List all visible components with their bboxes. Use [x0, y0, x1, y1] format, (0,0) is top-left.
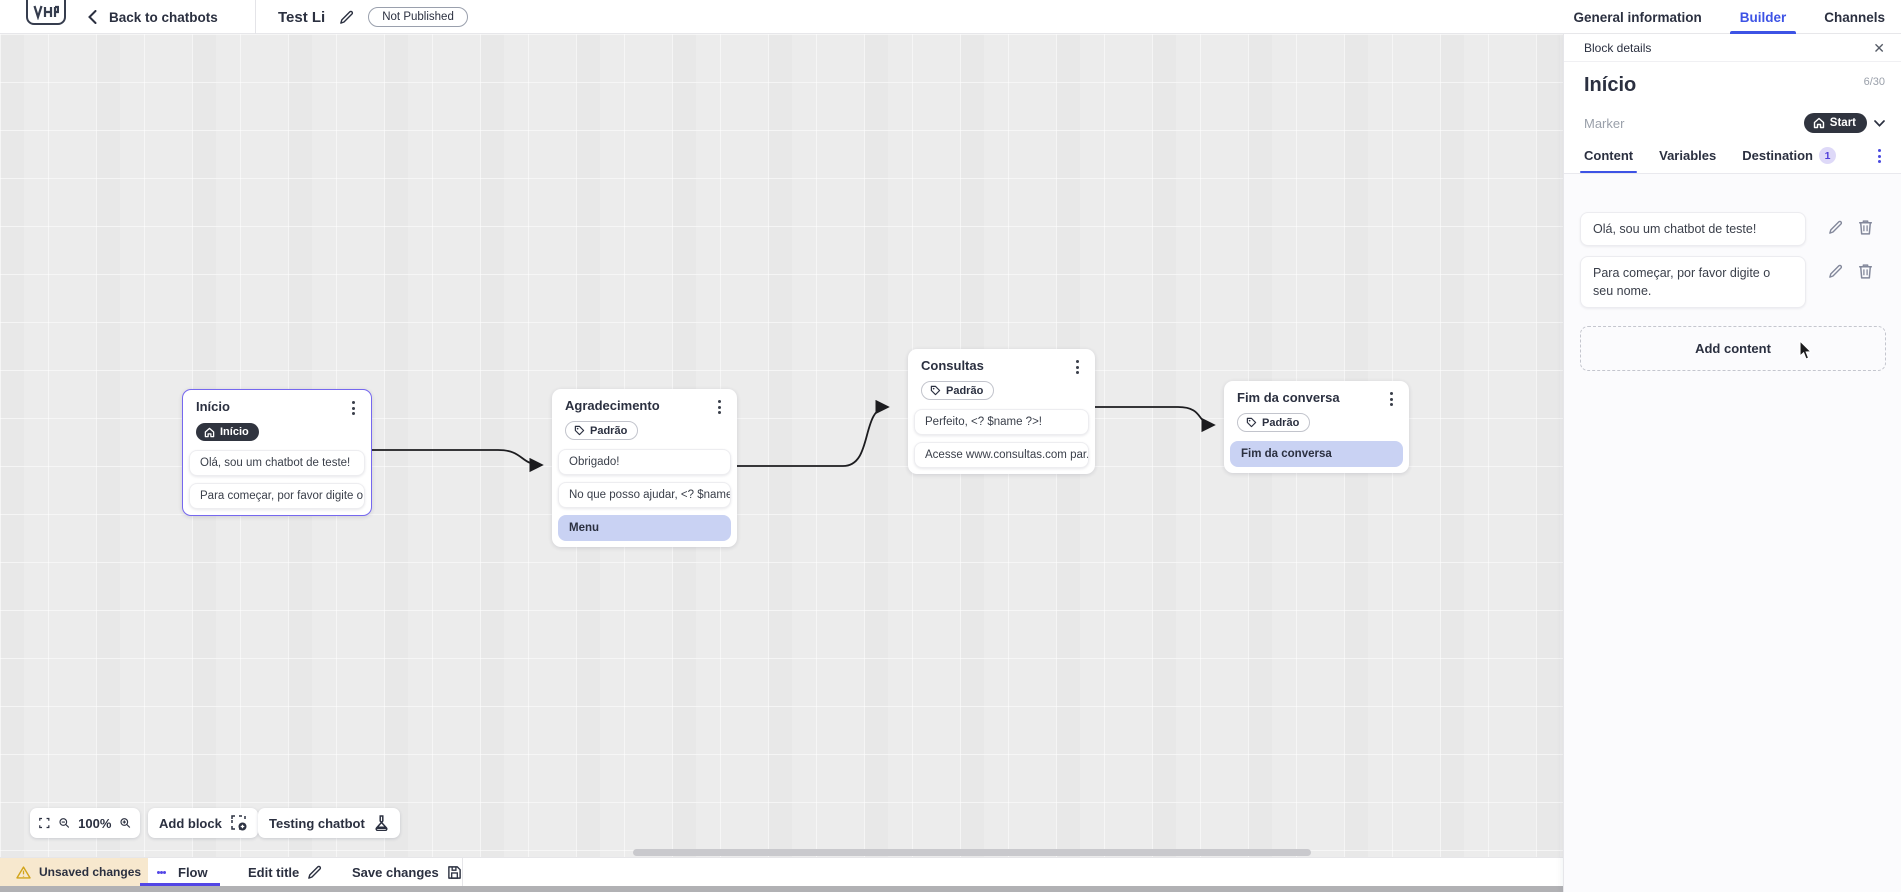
window-bottom-strip	[0, 886, 1901, 892]
edit-title-button[interactable]: Edit title	[248, 858, 322, 886]
add-block-button[interactable]: Add block	[148, 808, 258, 838]
tab-builder[interactable]: Builder	[1729, 0, 1796, 34]
message-row: Para começar, por favor digite o seu nom…	[1580, 256, 1885, 309]
back-to-chatbots-button[interactable]: Back to chatbots	[88, 0, 218, 34]
node-menu-kebab-icon[interactable]	[1386, 390, 1397, 408]
node-message-card[interactable]: No que posso ajudar, <? $name ...	[558, 482, 731, 508]
flow-node-agradecimento[interactable]: Agradecimento Padrão Obrigado! No que po…	[552, 389, 737, 547]
panel-tabs-kebab-icon[interactable]	[1874, 147, 1885, 165]
tab-content[interactable]: Content	[1579, 148, 1638, 173]
padrao-tag-badge: Padrão	[1237, 413, 1311, 432]
node-title: Fim da conversa	[1237, 390, 1340, 405]
tag-icon	[1246, 417, 1257, 428]
add-block-icon	[231, 815, 247, 831]
node-menu-kebab-icon[interactable]	[1072, 358, 1083, 376]
trash-icon	[1858, 264, 1872, 279]
add-content-button[interactable]: Add content	[1580, 326, 1886, 372]
message-text-field[interactable]: Olá, sou um chatbot de teste!	[1580, 212, 1806, 247]
header-tabs: General information Builder Channels	[1573, 0, 1885, 34]
flow-tab-underline	[140, 882, 220, 886]
char-counter: 6/30	[1863, 76, 1885, 88]
node-message-card[interactable]: Acesse www.consultas.com par...	[914, 442, 1089, 468]
delete-message-button[interactable]	[1850, 256, 1880, 286]
edit-title-pencil-icon[interactable]	[339, 10, 354, 25]
flow-node-inicio[interactable]: Início Início Olá, sou um chatbot de tes…	[182, 389, 372, 516]
marker-label: Marker	[1584, 115, 1625, 131]
padrao-tag-badge: Padrão	[921, 381, 995, 400]
node-message-card[interactable]: Olá, sou um chatbot de teste!	[189, 450, 365, 476]
flask-icon	[375, 815, 388, 831]
warning-icon	[16, 865, 31, 879]
edit-title-label: Edit title	[248, 864, 300, 880]
save-changes-button[interactable]: Save changes	[352, 858, 462, 886]
start-marker-badge: Início	[196, 423, 259, 441]
flow-options-kebab-icon[interactable]	[148, 858, 174, 886]
node-message-card[interactable]: Obrigado!	[558, 449, 731, 475]
zoom-in-icon[interactable]	[120, 816, 131, 830]
unsaved-changes-label: Unsaved changes	[39, 865, 142, 879]
node-end-card[interactable]: Fim da conversa	[1230, 441, 1403, 467]
horizontal-scrollbar[interactable]	[633, 849, 1311, 856]
tab-flow[interactable]: Flow	[178, 864, 208, 880]
node-menu-kebab-icon[interactable]	[714, 398, 725, 416]
pencil-icon	[1828, 264, 1842, 278]
node-title: Agradecimento	[565, 398, 660, 413]
bottom-bar: Unsaved changes Flow Edit title Save cha…	[0, 857, 1563, 886]
tab-destination[interactable]: Destination 1	[1742, 147, 1837, 173]
block-name-input[interactable]: Início	[1584, 74, 1637, 96]
node-menu-kebab-icon[interactable]	[348, 399, 359, 417]
edit-message-button[interactable]	[1820, 256, 1850, 286]
node-menu-card[interactable]: Menu	[558, 515, 731, 541]
chevron-left-icon	[88, 10, 97, 24]
add-block-label: Add block	[159, 815, 222, 831]
tab-general-information[interactable]: General information	[1573, 9, 1702, 25]
tag-icon	[930, 385, 941, 396]
flow-node-consultas[interactable]: Consultas Padrão Perfeito, <? $name ?>! …	[908, 349, 1095, 474]
padrao-tag-badge: Padrão	[565, 421, 639, 440]
fit-screen-icon[interactable]	[39, 816, 50, 830]
zoom-out-icon[interactable]	[58, 816, 70, 830]
bottom-bar-divider	[462, 858, 463, 886]
trash-icon	[1858, 220, 1872, 235]
block-details-panel: Block details ✕ Início 6/30 Marker Start	[1563, 34, 1901, 892]
chevron-down-icon[interactable]	[1874, 119, 1885, 127]
status-badge: Not Published	[368, 7, 468, 27]
home-icon	[1813, 117, 1824, 129]
message-text-field[interactable]: Para começar, por favor digite o seu nom…	[1580, 256, 1806, 309]
chatbot-title: Test Li	[278, 8, 326, 26]
testing-chatbot-button[interactable]: Testing chatbot	[258, 808, 400, 838]
marker-start-pill[interactable]: Start	[1803, 113, 1867, 133]
delete-message-button[interactable]	[1850, 212, 1880, 242]
zoom-level: 100%	[78, 815, 112, 831]
tab-channels[interactable]: Channels	[1824, 9, 1885, 25]
zoom-controls: 100%	[30, 808, 140, 838]
close-icon[interactable]: ✕	[1873, 39, 1885, 56]
panel-tabs: Content Variables Destination 1	[1564, 133, 1901, 174]
save-icon	[447, 865, 461, 879]
node-message-card[interactable]: Perfeito, <? $name ?>!	[914, 409, 1089, 435]
node-title: Consultas	[921, 358, 984, 373]
top-header: Back to chatbots Test Li Not Published G…	[0, 0, 1901, 34]
pencil-icon	[1828, 220, 1842, 234]
panel-content: Olá, sou um chatbot de teste! Para começ…	[1564, 174, 1901, 372]
destination-count-badge: 1	[1819, 147, 1837, 164]
save-changes-label: Save changes	[352, 864, 439, 880]
home-icon	[204, 427, 215, 437]
testing-chatbot-label: Testing chatbot	[269, 815, 365, 831]
app-logo-icon[interactable]	[26, 0, 66, 25]
node-title: Início	[196, 399, 230, 414]
tab-variables[interactable]: Variables	[1659, 148, 1717, 163]
node-message-card[interactable]: Para começar, por favor digite o ...	[189, 483, 365, 509]
edit-message-button[interactable]	[1820, 212, 1850, 242]
unsaved-changes-notice: Unsaved changes	[0, 858, 148, 886]
message-row: Olá, sou um chatbot de teste!	[1580, 212, 1885, 247]
flow-node-fim-da-conversa[interactable]: Fim da conversa Padrão Fim da conversa	[1224, 381, 1409, 473]
panel-bar-title: Block details	[1584, 40, 1652, 55]
back-label: Back to chatbots	[109, 9, 218, 25]
header-divider	[255, 0, 256, 34]
tag-icon	[574, 425, 585, 436]
pencil-icon	[308, 865, 322, 879]
